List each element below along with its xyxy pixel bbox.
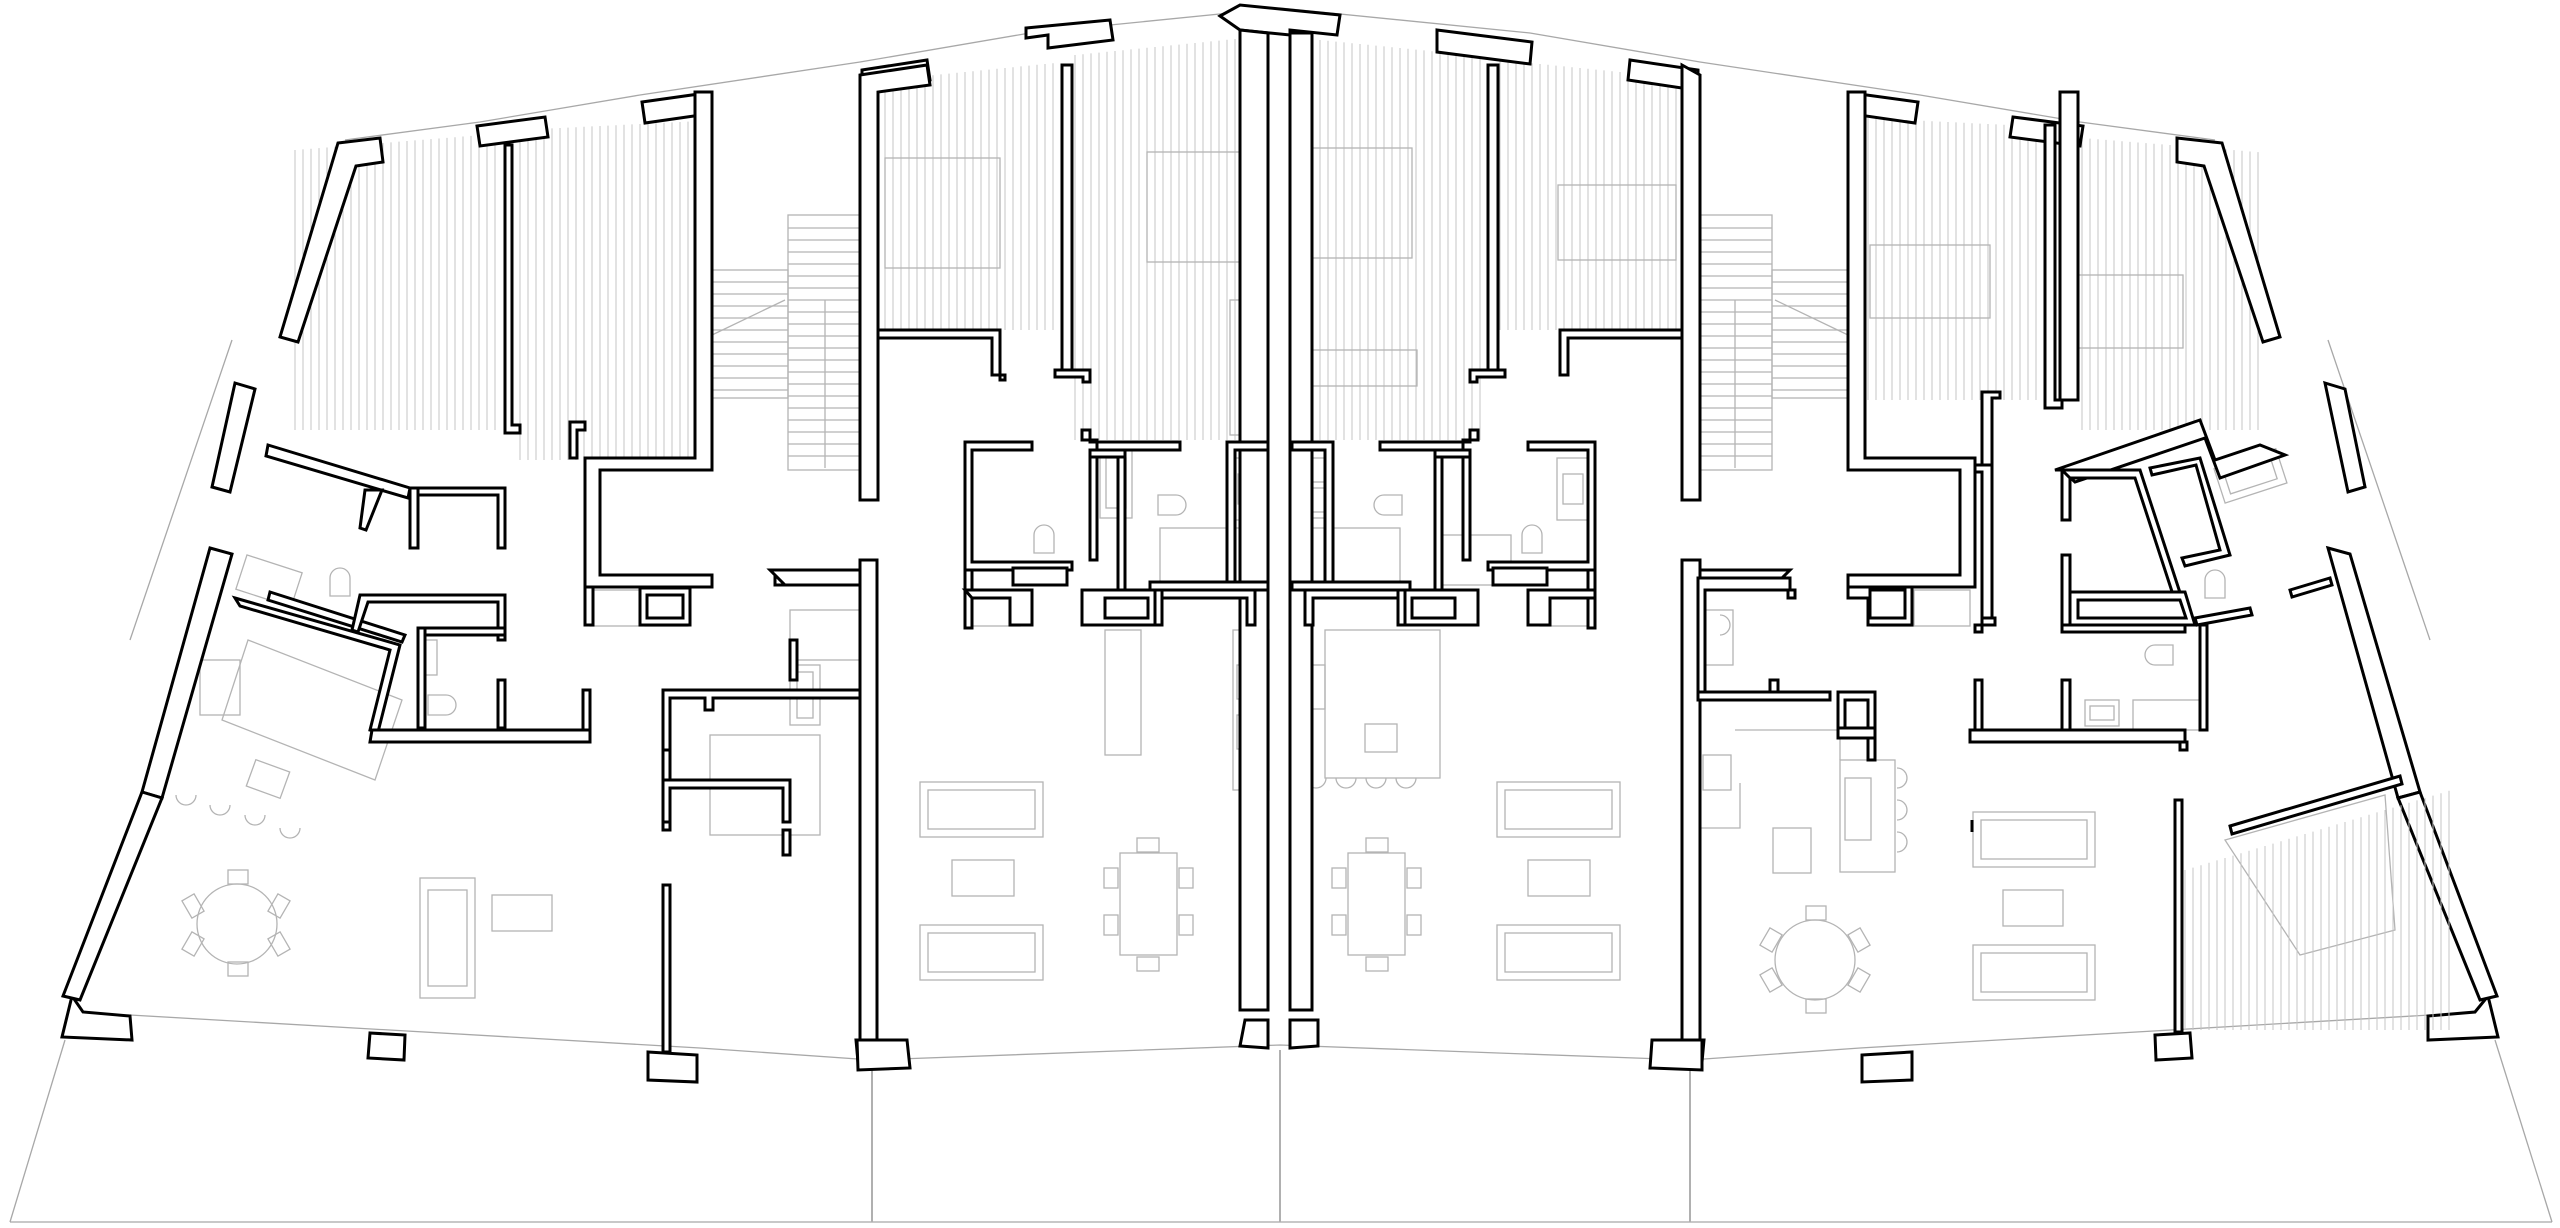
walls — [60, 3, 2500, 1084]
staircase-right — [1699, 214, 1851, 471]
staircase-left — [709, 214, 861, 471]
terrace-hatching-lower-right — [2184, 790, 2450, 1030]
openings — [589, 589, 1971, 627]
